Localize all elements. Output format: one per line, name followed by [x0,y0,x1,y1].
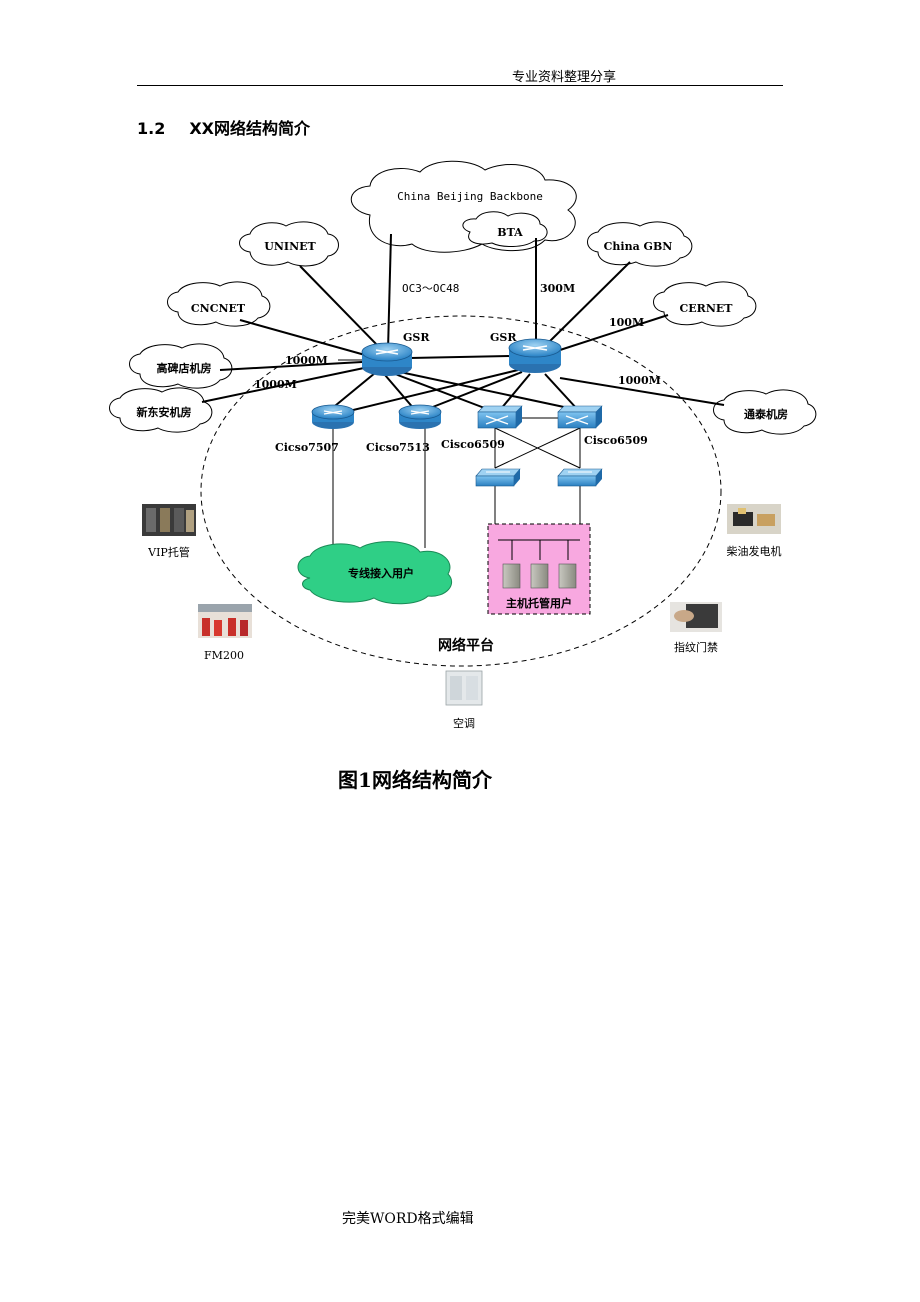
link-1000m-tongtai: 1000M [618,374,661,387]
network-diagram: China Beijing Backbone BTA UNINET China … [109,160,817,730]
china-gbn-cloud: China GBN [587,221,693,267]
cisco7513-router [398,404,442,429]
aircon-label: 空调 [453,716,475,730]
xindongan-cloud: 新东安机房 [109,387,213,433]
cncnet-label: CNCNET [191,302,246,315]
vip-hosting-photo [142,504,196,536]
fm200-photo [198,604,252,638]
server-3 [558,563,577,589]
access-links [332,359,581,548]
cisco7507-router [311,404,355,429]
header-rule [137,85,783,86]
cisco6509-b-label: Cisco6509 [584,434,648,447]
cernet-label: CERNET [680,302,734,315]
diesel-label: 柴油发电机 [727,544,782,558]
gsr-right-router [508,338,562,373]
diesel-generator-photo [727,504,781,534]
platform-label: 网络平台 [438,637,494,654]
oc-link-label: OC3～OC48 [402,282,459,295]
link-100m-label: 100M [609,316,644,329]
bta-cloud: BTA [462,211,548,247]
china-gbn-label: China GBN [604,240,673,253]
access-switch-a [475,468,521,487]
cernet-cloud: CERNET [653,281,757,327]
uplinks [201,233,725,406]
page-footer: 完美WORD格式编辑 [342,1211,474,1227]
fingerprint-access-photo [670,602,722,632]
fm200-label: FM200 [204,649,244,662]
air-conditioner-photo [445,670,483,706]
hosting-users-box: 主机托管用户 [487,523,591,615]
leased-line-users-label: 专线接入用户 [348,566,414,580]
leased-line-users-cloud: 专线接入用户 [297,541,453,605]
uninet-label: UNINET [264,240,316,253]
access-switch-b [557,468,603,487]
cisco6509-a-label: Cisco6509 [441,438,505,451]
link-1000m-gaobeidian: 1000M [285,354,328,367]
link-1000m-xindongan: 1000M [254,378,297,391]
cncnet-cloud: CNCNET [167,281,271,327]
xindongan-label: 新东安机房 [137,405,192,419]
vip-label: VIP托管 [147,545,190,559]
section-heading: 1.2 XX网络结构简介 [137,115,310,139]
tongtai-label: 通泰机房 [744,407,788,421]
platform-boundary [200,315,722,667]
server-1 [502,563,521,589]
cisco6509-switch-b [557,405,603,429]
figure-caption: 图1网络结构简介 [338,768,492,792]
gaobeidian-label: 高碑店机房 [157,361,212,375]
gaobeidian-cloud: 高碑店机房 [129,343,233,389]
uninet-cloud: UNINET [239,221,339,267]
gsr-left-label: GSR [403,331,430,344]
cisco7507-label: Cicso7507 [275,441,339,454]
cisco7513-label: Cicso7513 [366,441,430,454]
bta-label: BTA [497,226,523,239]
section-number: 1.2 [137,119,166,138]
tongtai-cloud: 通泰机房 [713,389,817,435]
gsr-right-label: GSR [490,331,517,344]
hosting-users-label: 主机托管用户 [506,596,572,610]
fingerprint-label: 指纹门禁 [674,640,718,654]
page-header: 专业资料整理分享 [512,70,617,85]
backbone-label: China Beijing Backbone [397,190,543,203]
core-links [329,355,579,413]
link-300m-label: 300M [540,282,575,295]
section-title: XX网络结构简介 [189,119,311,138]
server-2 [530,563,549,589]
cisco6509-switch-a [477,405,523,429]
gsr-left-router [361,342,413,376]
